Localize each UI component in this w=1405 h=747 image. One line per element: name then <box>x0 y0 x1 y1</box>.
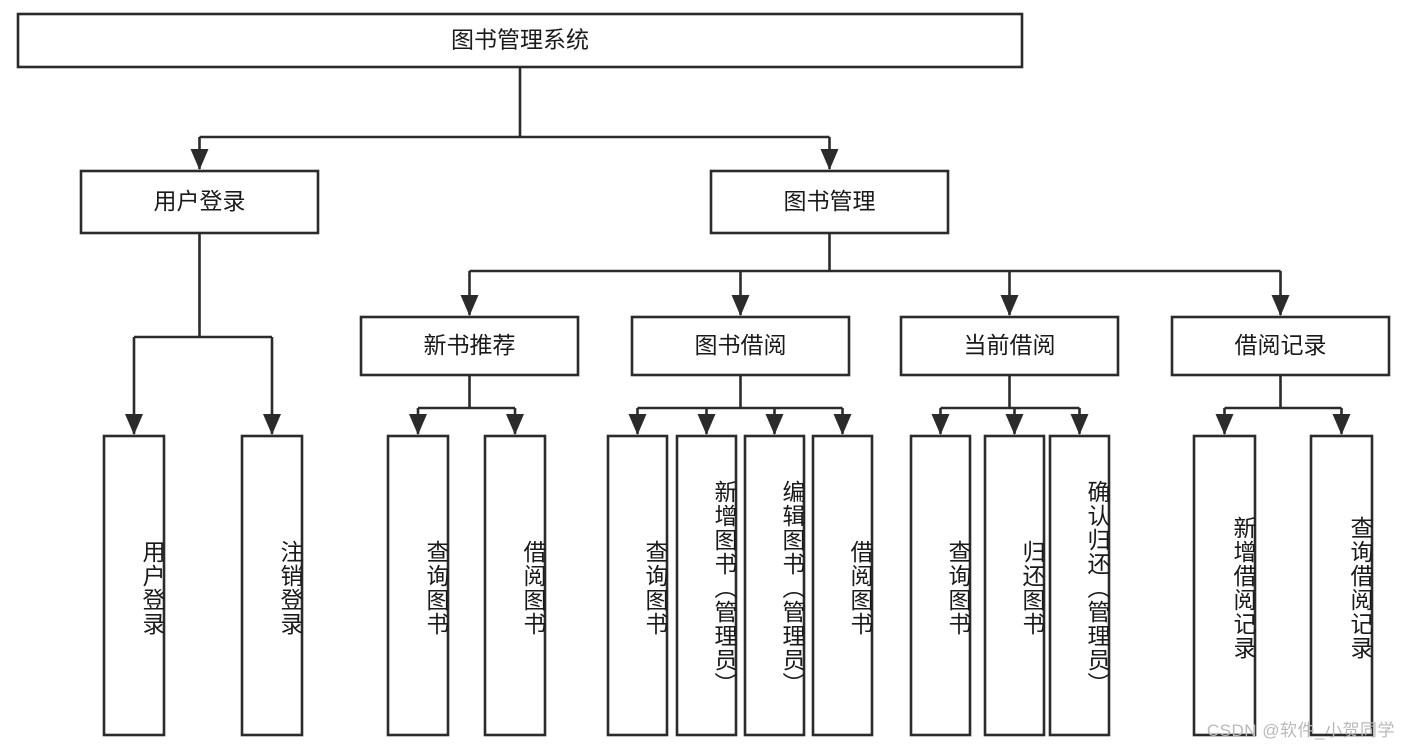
arrow-to-leaf-edit-book <box>765 414 784 435</box>
leaf-leaf-return-book-box[interactable] <box>983 434 1046 737</box>
node-book-borrow-box[interactable] <box>630 315 851 377</box>
leaf-leaf-user-logout-box[interactable] <box>240 434 304 737</box>
root-system-box[interactable] <box>16 12 1024 69</box>
leaf-leaf-edit-book-box[interactable] <box>743 434 806 737</box>
arrow-to-leaf-borrow-book-2 <box>833 414 852 435</box>
node-current-borrow-label: 当前借阅 <box>964 332 1056 358</box>
leaf-leaf-query-book-3-box[interactable] <box>909 434 972 737</box>
arrow-to-current-borrow <box>1000 295 1019 316</box>
node-book-manage-label: 图书管理 <box>784 188 876 214</box>
node-book-manage-box[interactable] <box>709 169 950 235</box>
leaf-leaf-query-record-box[interactable] <box>1309 434 1374 737</box>
arrow-to-borrow-record <box>1271 295 1290 316</box>
leaf-leaf-user-login-box[interactable] <box>102 434 166 737</box>
arrow-to-leaf-query-record <box>1332 414 1351 435</box>
leaf-leaf-borrow-book-1-box[interactable] <box>483 434 547 737</box>
arrow-to-leaf-return-book <box>1005 414 1024 435</box>
node-new-book-rec-label: 新书推荐 <box>424 332 516 358</box>
arrow-to-leaf-add-record <box>1215 414 1234 435</box>
node-user-login-box[interactable] <box>79 169 320 235</box>
connector-layer <box>125 67 1351 435</box>
arrow-to-leaf-query-book-3 <box>931 414 950 435</box>
arrow-to-leaf-user-login <box>125 414 143 435</box>
arrow-to-leaf-add-book <box>697 414 716 435</box>
arrow-to-leaf-borrow-book-1 <box>506 414 524 435</box>
arrow-to-user-login <box>190 149 209 170</box>
leaf-leaf-add-record-box[interactable] <box>1192 434 1257 737</box>
arrow-to-leaf-confirm-return <box>1070 414 1089 435</box>
node-user-login-label: 用户登录 <box>154 188 246 214</box>
node-current-borrow-box[interactable] <box>899 315 1120 377</box>
node-new-book-rec-box[interactable] <box>359 315 580 377</box>
node-borrow-record-box[interactable] <box>1170 315 1391 377</box>
leaf-leaf-confirm-return-box[interactable] <box>1048 434 1111 737</box>
leaf-leaf-borrow-book-2-box[interactable] <box>811 434 874 737</box>
node-borrow-record-label: 借阅记录 <box>1235 332 1327 358</box>
leaf-leaf-query-book-2-box[interactable] <box>606 434 669 737</box>
arrow-to-leaf-user-logout <box>263 414 281 435</box>
arrow-to-book-borrow <box>731 295 750 316</box>
arrow-to-leaf-query-book-1 <box>409 414 427 435</box>
leaf-leaf-add-book-box[interactable] <box>675 434 738 737</box>
leaf-leaf-query-book-1-box[interactable] <box>386 434 450 737</box>
root-system-label: 图书管理系统 <box>451 27 589 53</box>
arrow-to-book-manage <box>820 149 839 170</box>
arrow-to-new-book-rec <box>460 295 479 316</box>
node-book-borrow-label: 图书借阅 <box>695 332 787 358</box>
box-layer <box>16 12 1391 737</box>
arrow-to-leaf-query-book-2 <box>628 414 647 435</box>
